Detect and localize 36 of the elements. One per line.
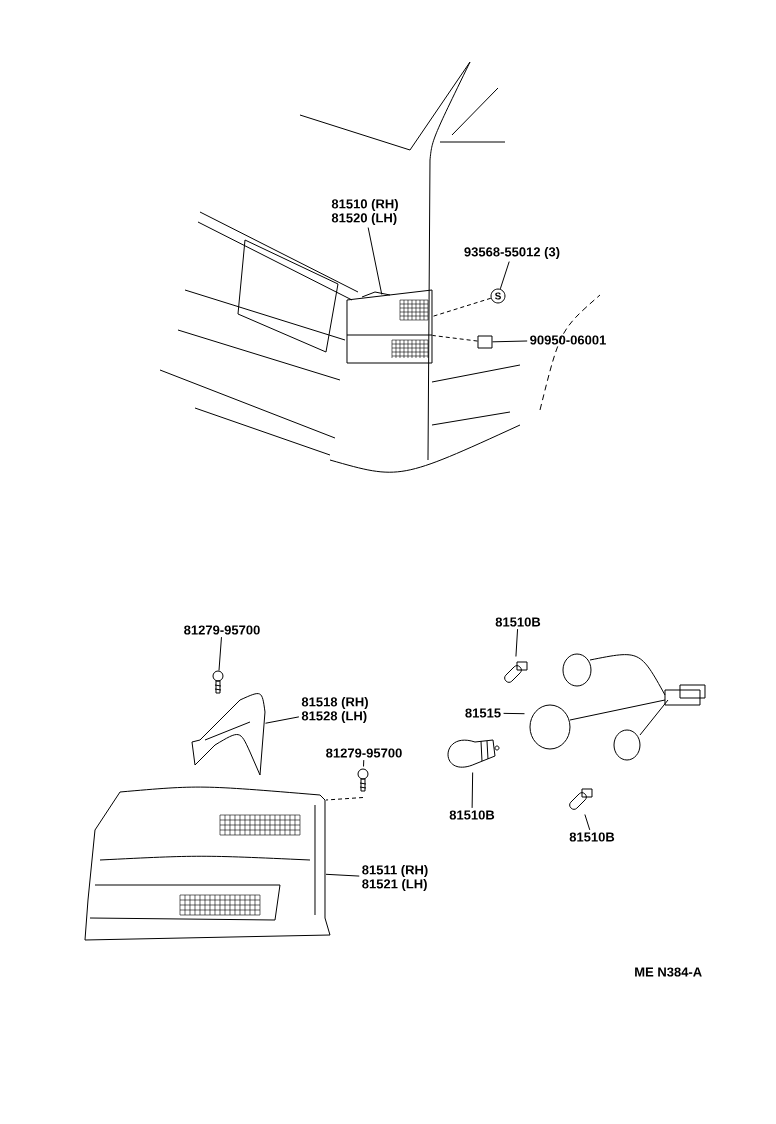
part-number: 81279-95700 bbox=[184, 625, 260, 635]
leader-line bbox=[363, 759, 365, 767]
screw-drawing bbox=[212, 670, 224, 694]
leader-line bbox=[499, 261, 510, 290]
leader-line bbox=[265, 716, 300, 724]
leader-line bbox=[218, 636, 222, 671]
cover-drawing bbox=[191, 693, 266, 776]
tail-lamp-drawing bbox=[346, 289, 433, 364]
leader-line bbox=[492, 340, 528, 343]
part-number: 90950-06001 bbox=[530, 335, 606, 345]
part-number: 81510B bbox=[495, 617, 541, 627]
bulb-drawing bbox=[447, 739, 500, 768]
leader-line bbox=[325, 873, 360, 877]
leader-line bbox=[367, 227, 383, 295]
leader-line bbox=[471, 772, 474, 809]
part-number: 81279-95700 bbox=[326, 748, 402, 758]
part-number: 93568-55012 (3) bbox=[464, 246, 560, 260]
part-number: 81515 bbox=[465, 708, 501, 718]
socket-harness-drawing bbox=[529, 653, 706, 761]
lens-drawing bbox=[84, 786, 331, 941]
clip-drawing bbox=[477, 335, 493, 349]
leader-line bbox=[515, 628, 519, 657]
screw-drawing bbox=[357, 768, 369, 792]
leader-line bbox=[503, 712, 525, 715]
leader-line bbox=[432, 297, 492, 317]
part-number: 81510 (RH) 81520 (LH) bbox=[331, 198, 398, 226]
bulb-drawing bbox=[504, 661, 528, 683]
part-number: 81518 (RH) 81528 (LH) bbox=[301, 696, 368, 724]
leader-line bbox=[584, 814, 591, 831]
part-number: 81510B bbox=[449, 810, 495, 820]
drawing-code: ME N384-A bbox=[635, 967, 702, 977]
leader-line bbox=[432, 334, 478, 342]
part-number: 81510B bbox=[569, 832, 615, 842]
bulb-drawing bbox=[569, 788, 593, 810]
leader-line bbox=[325, 797, 364, 801]
part-number: 81511 (RH) 81521 (LH) bbox=[362, 864, 428, 892]
